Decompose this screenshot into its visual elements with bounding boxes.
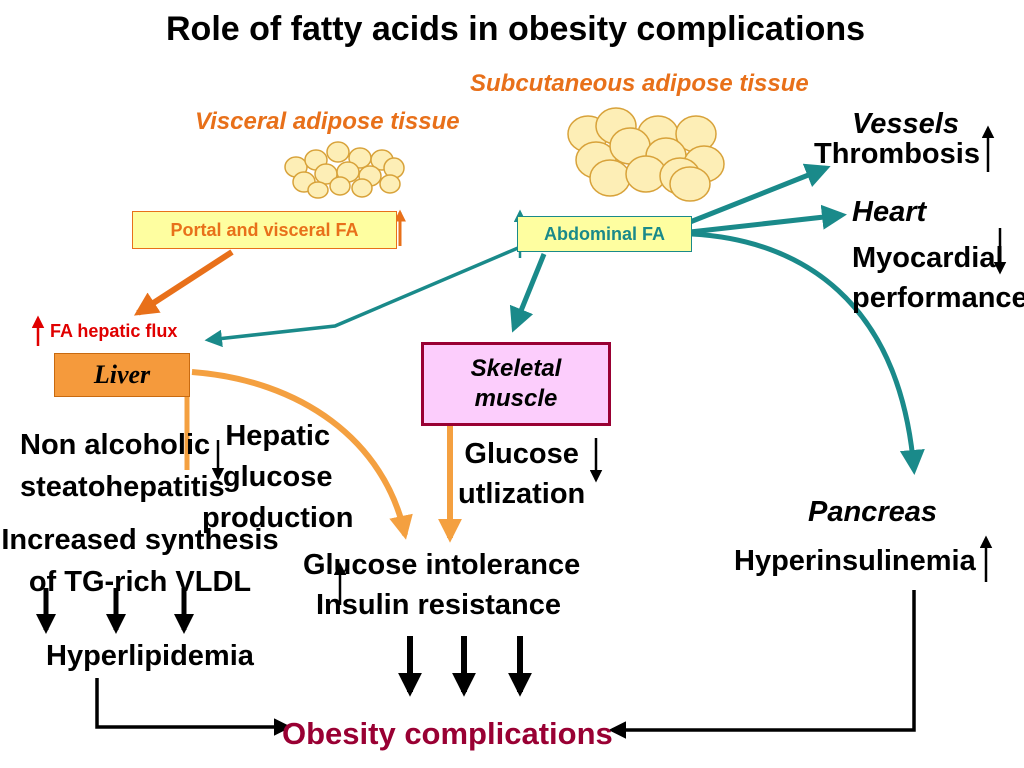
visceral-fat-cells bbox=[284, 141, 405, 199]
glucose-util-label: Glucose utlization bbox=[458, 434, 585, 514]
abdominal-to-pancreas-arrow bbox=[691, 231, 925, 475]
hepatic-glucose-line-1: Hepatic bbox=[225, 420, 331, 452]
nash-line-2: steatohepatitis bbox=[20, 471, 225, 503]
skeletal-muscle-line-1: Skeletal bbox=[470, 355, 562, 382]
glucose-util-line-2: utlization bbox=[458, 478, 586, 510]
glucose-util-line-1: Glucose bbox=[464, 438, 579, 470]
liver-box: Liver bbox=[54, 353, 190, 397]
hyperlipidemia-connector bbox=[95, 678, 292, 736]
abdominal-to-vessels-arrow bbox=[689, 163, 831, 225]
abdominal-to-muscle-arrow bbox=[509, 253, 547, 333]
skeletal-muscle-line-2: muscle bbox=[474, 385, 558, 412]
myocardial-line-1: Myocardial bbox=[852, 242, 1004, 274]
abdominal-to-liver-arrow bbox=[204, 246, 519, 348]
hepatic-glucose-line-2: glucose bbox=[222, 461, 333, 493]
hepatic-flux-label: FA hepatic flux bbox=[50, 321, 178, 341]
abdominal-to-heart-arrow bbox=[689, 204, 847, 235]
page-title: Role of fatty acids in obesity complicat… bbox=[166, 10, 866, 48]
glucose-intolerance-label: Glucose intolerance bbox=[303, 549, 581, 581]
heart-label: Heart bbox=[852, 196, 927, 228]
portal-to-liver-arrow bbox=[133, 249, 234, 316]
insulin-resistance-label: Insulin resistance bbox=[316, 589, 561, 621]
hyperinsulinemia-connector bbox=[608, 590, 916, 739]
abdominal-fa-box: Abdominal FA bbox=[517, 216, 692, 252]
myocardial-line-2: performance bbox=[852, 282, 1024, 314]
vessels-label: Vessels bbox=[852, 108, 959, 140]
portal-visceral-fa-box: Portal and visceral FA bbox=[132, 211, 397, 249]
nash-line-1: Non alcoholic bbox=[20, 429, 211, 461]
hepatic-glucose-line-3: production bbox=[202, 502, 354, 534]
obesity-complications-label: Obesity complications bbox=[282, 716, 613, 751]
hyperlipidemia-label: Hyperlipidemia bbox=[46, 640, 254, 672]
pancreas-label: Pancreas bbox=[808, 496, 937, 528]
skeletal-muscle-box: Skeletal muscle bbox=[421, 342, 611, 426]
subcutaneous-fat-cells bbox=[567, 107, 725, 202]
vldl-line-1: Increased synthesis bbox=[1, 524, 279, 556]
vldl-line-2: of TG-rich VLDL bbox=[28, 566, 252, 598]
visceral-label: Visceral adipose tissue bbox=[195, 108, 460, 135]
thrombosis-label: Thrombosis bbox=[814, 138, 980, 170]
hepatic-glucose-label: Hepatic glucose production bbox=[202, 416, 353, 539]
vldl-label: Increased synthesis of TG-rich VLDL bbox=[0, 519, 300, 603]
liver-to-glucose-intolerance-arrow bbox=[191, 369, 413, 540]
subcutaneous-label: Subcutaneous adipose tissue bbox=[470, 70, 809, 97]
nash-label: Non alcoholic steatohepatitis bbox=[20, 424, 225, 508]
hyperinsulinemia-label: Hyperinsulinemia bbox=[734, 545, 976, 577]
myocardial-label: Myocardial performance bbox=[852, 238, 1024, 318]
